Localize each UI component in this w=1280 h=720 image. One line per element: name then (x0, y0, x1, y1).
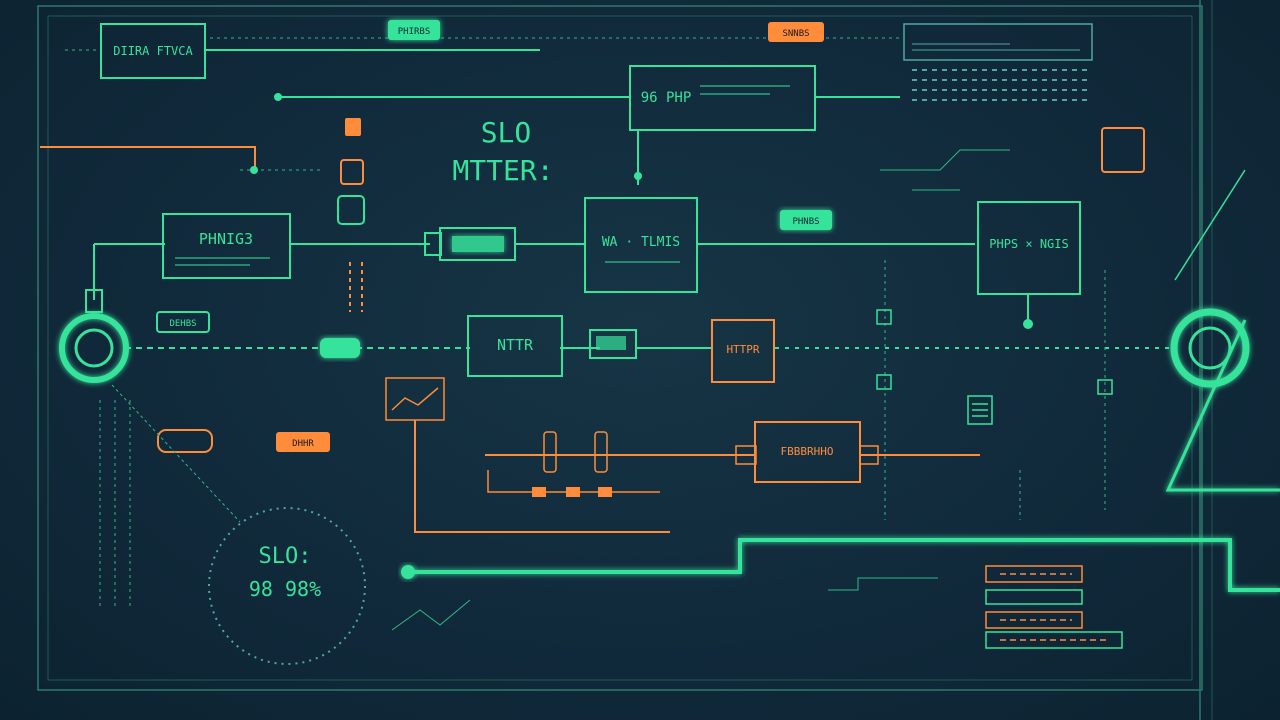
left-tag (156, 311, 210, 333)
green-doc-icon (967, 395, 993, 425)
right-mid-tag-label: PHNBS (792, 217, 819, 227)
orange-device-icon (340, 159, 364, 185)
top-left-box-label: DIIRA FTVCA (113, 44, 193, 58)
orange-ladder-icon (349, 262, 363, 312)
slo-leader-line (111, 384, 241, 523)
center-lower-box-label: NTTR (497, 336, 534, 354)
center-mid-box-label: WA · TLMIS (602, 235, 680, 250)
headline-line2: MTTER: (452, 154, 553, 187)
dashed-wires (65, 37, 1106, 610)
right-trace-lines (880, 149, 1010, 191)
orange-pill-2 (594, 431, 608, 473)
left-mid-box (162, 213, 291, 279)
orange-tag-label: DHHR (292, 439, 314, 449)
green-square-1 (876, 309, 892, 325)
right-wedge (1165, 319, 1280, 492)
bottom-right-stack (985, 565, 1123, 649)
top-right-panel-lines (912, 43, 1080, 51)
orange-box-small-label: HTTPR (726, 343, 759, 356)
center-lower-connector (589, 329, 637, 359)
top-right-panel (903, 23, 1093, 61)
center-lower-connector-core (596, 336, 626, 350)
orange-box-large-plug-left (735, 445, 757, 465)
orange-node-1 (532, 487, 546, 497)
bottom-left-trace (391, 599, 471, 631)
orange-box-large-plug-right (859, 445, 879, 465)
orange-wires (40, 146, 980, 533)
left-ring-inner (74, 328, 114, 368)
center-lower-box (467, 315, 563, 377)
green-square-3 (1097, 379, 1113, 395)
orange-box-large-label: FBBBRHHO (781, 445, 834, 458)
orange-pill-1 (543, 431, 557, 473)
left-ring-plug (85, 289, 103, 313)
orange-box-small (711, 319, 775, 383)
center-connector-core (452, 236, 504, 252)
center-mid-box (584, 197, 698, 293)
green-device-icon (337, 195, 365, 225)
left-mid-box-label: PHNIG3 (199, 230, 253, 248)
right-mid-box (977, 201, 1081, 295)
bottom-trace-lines (828, 577, 938, 591)
left-ring-node (59, 313, 129, 383)
top-tag-green (388, 20, 440, 40)
center-top-box (629, 65, 816, 131)
top-right-readout-rows (912, 69, 1090, 101)
right-mid-tag (780, 210, 832, 230)
center-top-box-label: 96 PHP (641, 90, 692, 106)
left-mid-box-lines (175, 257, 270, 266)
slo-circle-line2: 98 98% (249, 577, 321, 601)
orange-node-3 (598, 487, 612, 497)
right-mid-node (1023, 319, 1033, 329)
green-square-2 (876, 374, 892, 390)
orange-node-2 (566, 487, 580, 497)
top-left-box (100, 23, 206, 79)
right-ring-node (1170, 308, 1250, 388)
top-tag-green-label: PHIRBS (398, 27, 431, 37)
center-connector-plug (424, 232, 442, 256)
line-pill (320, 338, 360, 358)
right-mid-box-label: PHPS × NGIS (989, 237, 1068, 251)
top-tag-orange (768, 22, 824, 42)
orange-chip-icon (345, 118, 361, 136)
left-tag-label: DEHBS (169, 319, 196, 329)
orange-tag (276, 432, 330, 452)
slo-circle (208, 507, 366, 665)
chart-thumbnail (385, 377, 445, 421)
top-tag-orange-label: SNNBS (782, 29, 809, 39)
green-doc-lines (972, 403, 988, 417)
orange-gauge-icon (1101, 127, 1145, 173)
headline-line1: SLO (481, 116, 532, 149)
junction-dots (250, 93, 642, 579)
right-ring-inner (1188, 326, 1232, 370)
chart-thumbnail-line (391, 387, 439, 411)
center-top-box-lines (700, 85, 790, 95)
slo-circle-line1: SLO: (259, 544, 312, 569)
orange-capsule (157, 429, 213, 453)
